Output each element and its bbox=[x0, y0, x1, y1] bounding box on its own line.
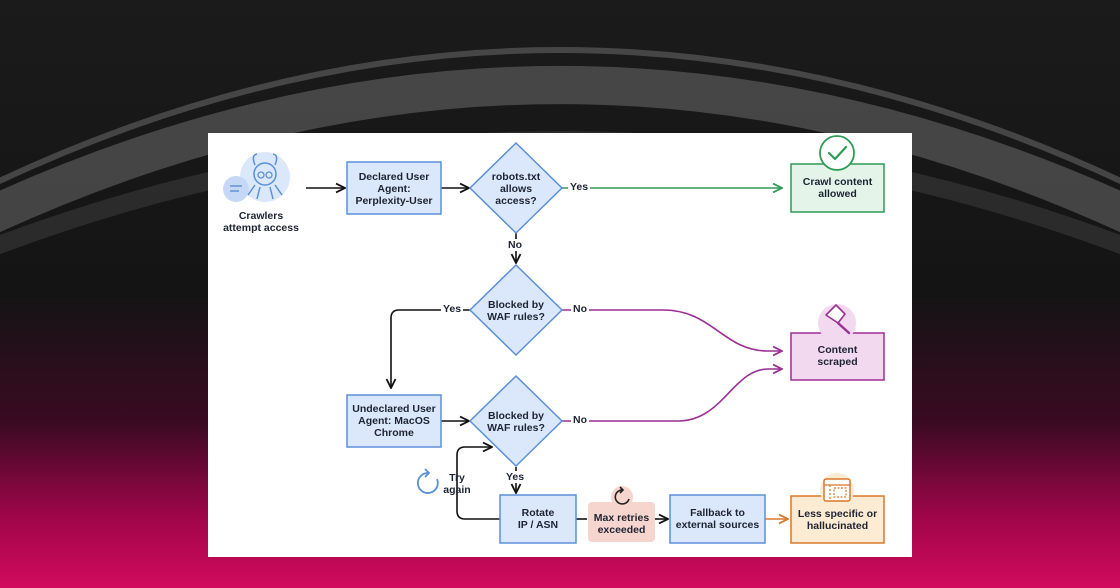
declared-user-agent-box bbox=[346, 161, 442, 215]
edge-label-waf2-yes: Yes bbox=[504, 471, 527, 483]
retry-icon bbox=[416, 468, 439, 494]
flowchart-panel: Crawlers attempt access Declared User Ag… bbox=[208, 133, 912, 557]
robots-decision-diamond bbox=[468, 141, 564, 235]
edge-label-waf1-no: No bbox=[571, 303, 589, 315]
fallback-label: Fallback to external sources bbox=[675, 507, 760, 531]
max-retries-box bbox=[588, 502, 655, 542]
background-arch-highlight bbox=[0, 47, 1120, 185]
edge-try-again-loop bbox=[456, 447, 500, 520]
crawler-caption: Crawlers attempt access bbox=[223, 210, 299, 234]
waf-decision-diamond-1 bbox=[468, 263, 564, 357]
waf-decision-label-2: Blocked by WAF rules? bbox=[487, 410, 545, 434]
waf-decision-diamond-2 bbox=[468, 374, 564, 468]
check-circle-icon bbox=[819, 135, 855, 171]
undeclared-user-agent-box bbox=[346, 394, 442, 448]
declared-user-agent-label: Declared User Agent: Perplexity-User bbox=[355, 171, 433, 207]
crawl-allowed-box bbox=[790, 163, 885, 213]
crawler-icon bbox=[223, 152, 290, 202]
max-retries-label: Max retries exceeded bbox=[593, 512, 650, 536]
undeclared-user-agent-label: Undeclared User Agent: MacOS Chrome bbox=[352, 403, 436, 439]
flowchart bbox=[223, 135, 885, 544]
waf-decision-label-1: Blocked by WAF rules? bbox=[487, 299, 545, 323]
rotate-ip-box bbox=[499, 494, 577, 544]
edge-waf1-yes bbox=[391, 309, 470, 388]
background-arch-outer bbox=[0, 66, 1120, 233]
rotate-ip-label: Rotate IP / ASN bbox=[517, 507, 559, 531]
edge-label-waf2-no: No bbox=[571, 414, 589, 426]
edge-label-robots-no: No bbox=[506, 239, 524, 251]
robots-decision-label: robots.txt allows access? bbox=[491, 171, 541, 207]
max-retries-icon bbox=[611, 486, 633, 508]
edge-waf1-no bbox=[562, 309, 782, 351]
crawl-allowed-label: Crawl content allowed bbox=[802, 176, 873, 200]
content-scraped-label: Content scraped bbox=[817, 344, 858, 368]
scraper-icon bbox=[818, 304, 856, 342]
edge-label-waf1-yes: Yes bbox=[441, 303, 464, 315]
less-specific-label: Less specific or hallucinated bbox=[797, 508, 878, 532]
edge-waf2-no bbox=[562, 369, 782, 422]
browser-window-icon bbox=[820, 473, 854, 507]
fallback-box bbox=[669, 494, 766, 544]
try-again-label: Try again bbox=[443, 472, 471, 496]
edge-label-robots-yes: Yes bbox=[568, 181, 591, 193]
